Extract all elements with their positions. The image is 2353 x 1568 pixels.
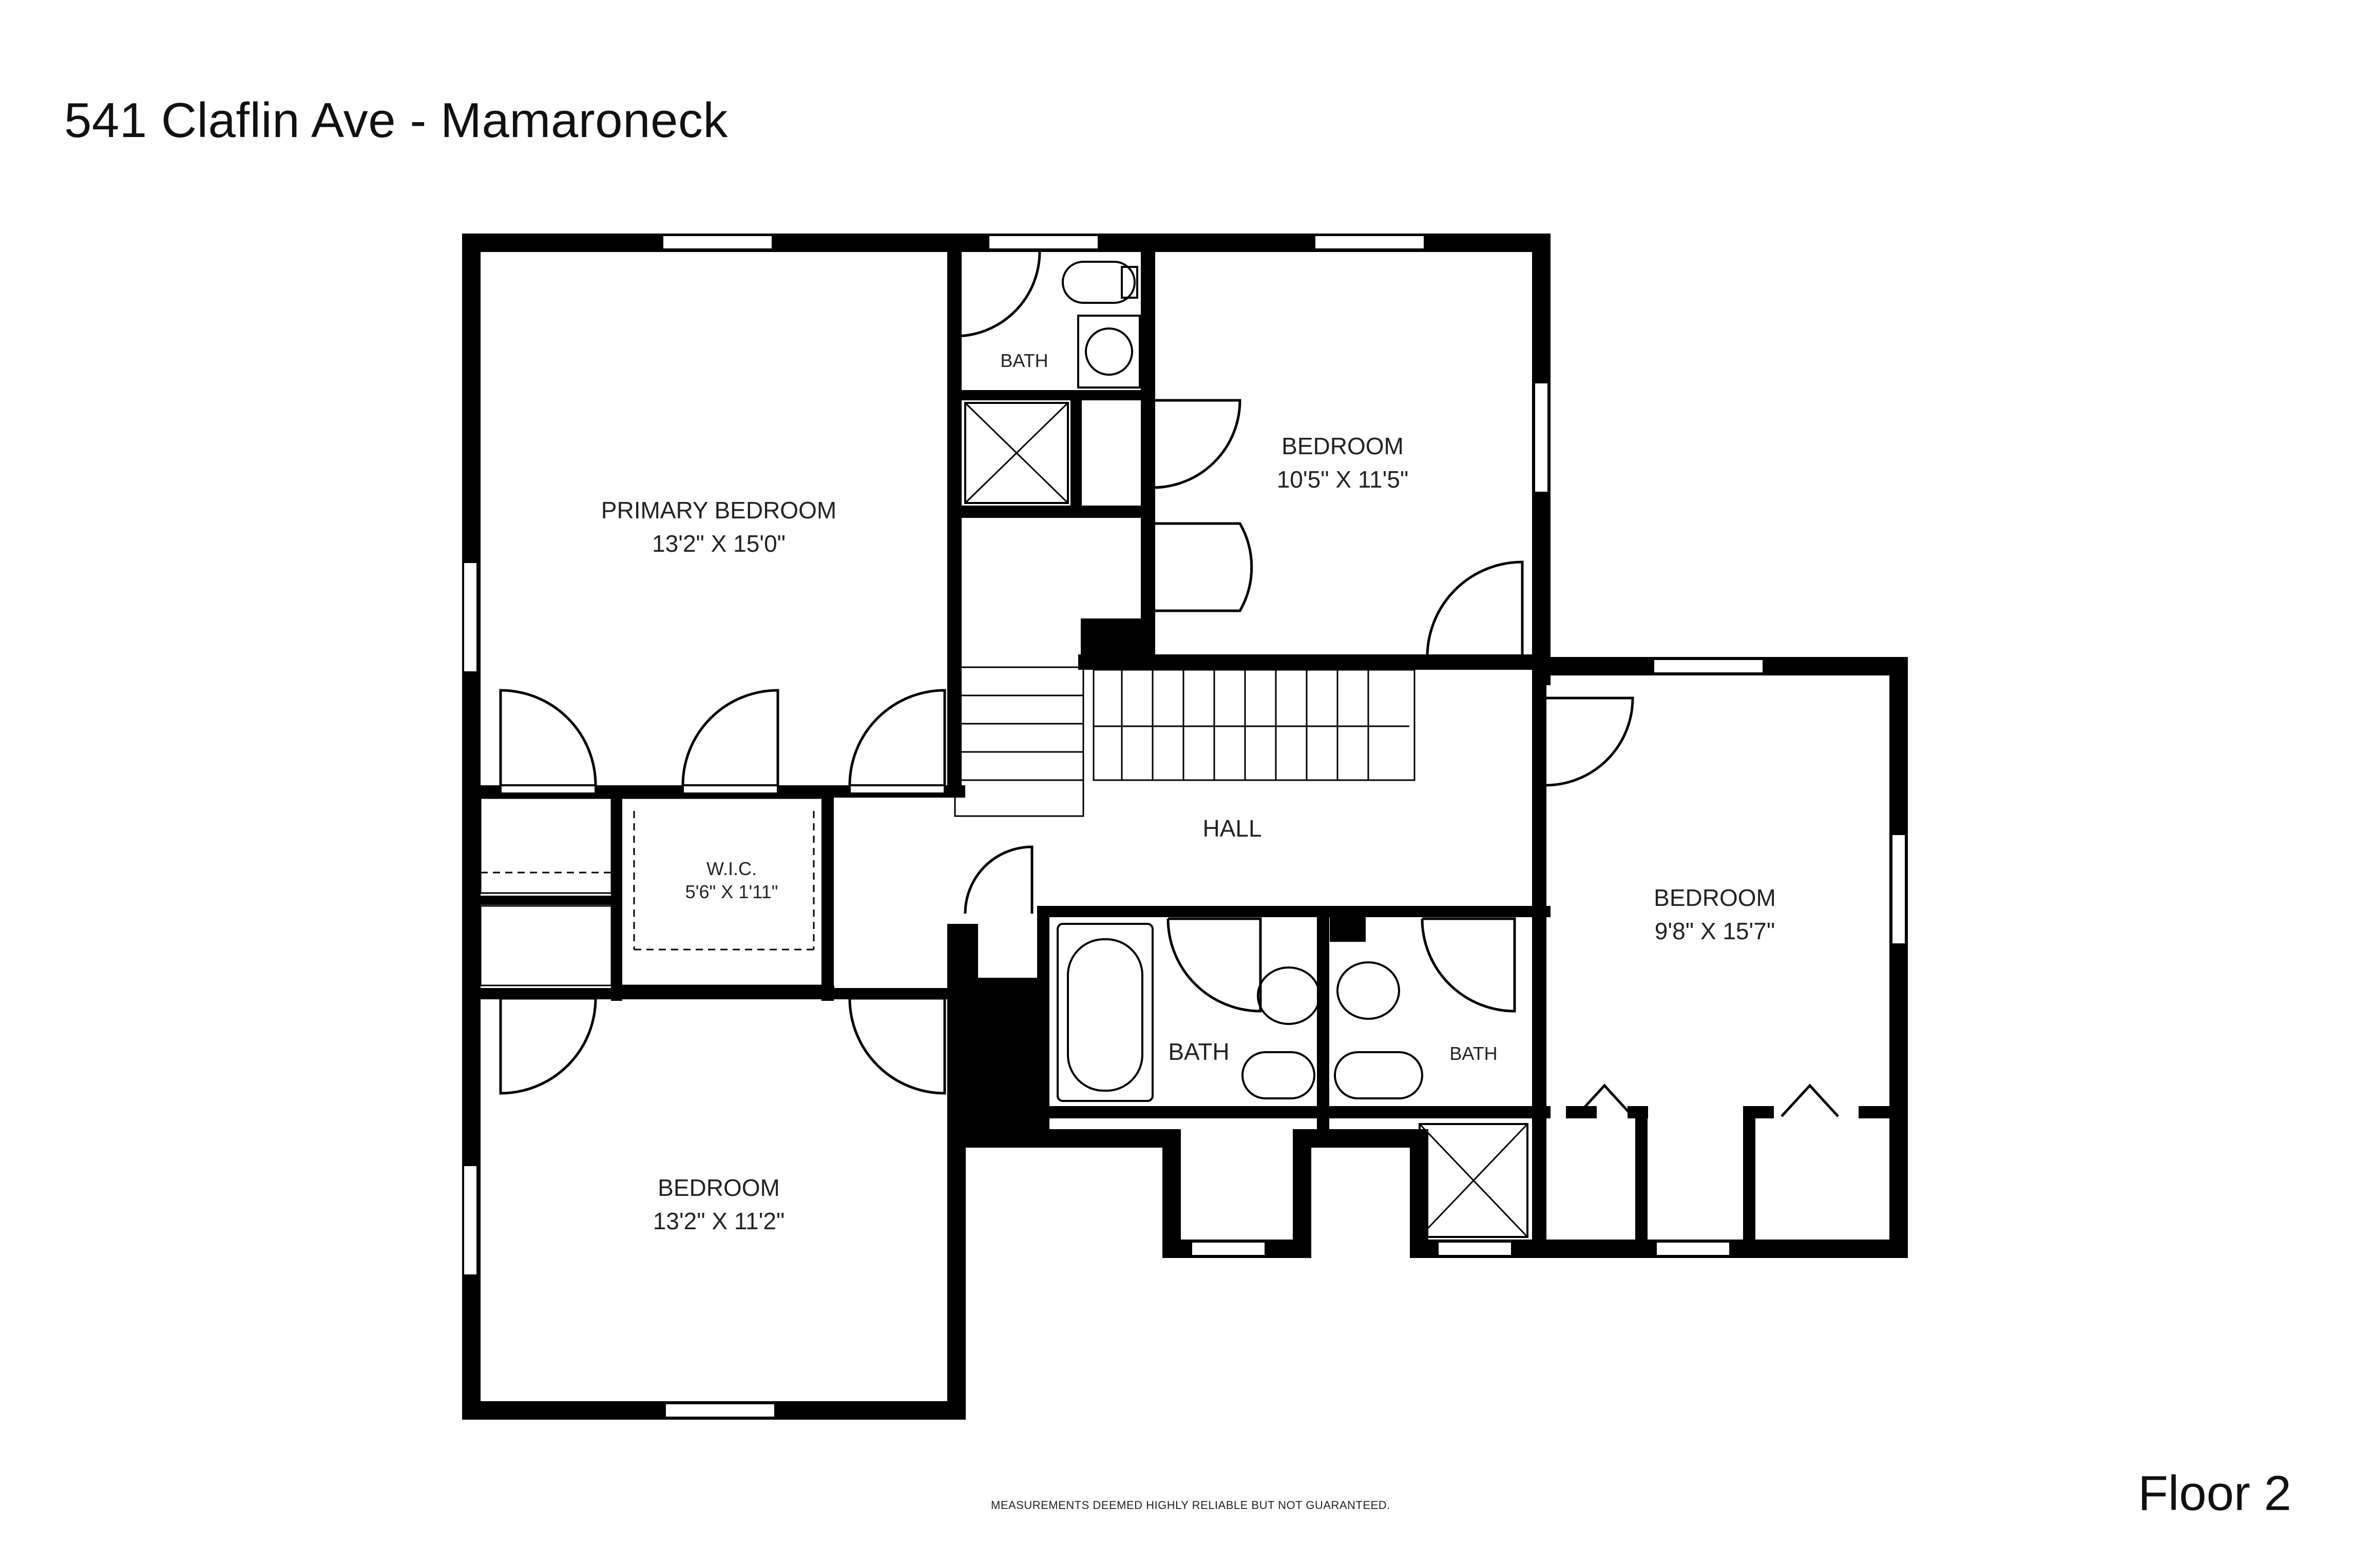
wic-label: W.I.C. xyxy=(706,858,757,879)
bedroom-e-dims: 9'8" X 15'7" xyxy=(1655,918,1775,944)
bedroom-sw-label: BEDROOM xyxy=(658,1174,780,1201)
disclaimer-text: MEASUREMENTS DEEMED HIGHLY RELIABLE BUT … xyxy=(991,1499,1390,1512)
property-title: 541 Claflin Ave - Mamaroneck xyxy=(64,93,728,148)
floor-label: Floor 2 xyxy=(2138,1466,2291,1521)
bedroom-e-label: BEDROOM xyxy=(1654,884,1776,911)
bedroom-ne-dims: 10'5" X 11'5" xyxy=(1277,466,1409,493)
bedroom-sw-dims: 13'2" X 11'2" xyxy=(653,1208,785,1234)
bath-right-label: BATH xyxy=(1449,1043,1497,1064)
interior-walls xyxy=(462,234,1900,1257)
fixtures xyxy=(480,261,1528,1238)
windows xyxy=(462,234,1907,1419)
hall-label: HALL xyxy=(1202,815,1261,842)
bath-middle-label: BATH xyxy=(1168,1038,1229,1065)
bath-top-label: BATH xyxy=(1000,350,1048,371)
room-labels: PRIMARY BEDROOM 13'2" X 15'0" BEDROOM 10… xyxy=(601,350,1776,1234)
primary-bedroom-dims: 13'2" X 15'0" xyxy=(652,530,786,557)
wic-dims: 5'6" X 1'11" xyxy=(685,881,778,902)
bedroom-ne-label: BEDROOM xyxy=(1281,433,1404,459)
doors xyxy=(499,251,1839,1117)
primary-bedroom-label: PRIMARY BEDROOM xyxy=(601,497,836,524)
